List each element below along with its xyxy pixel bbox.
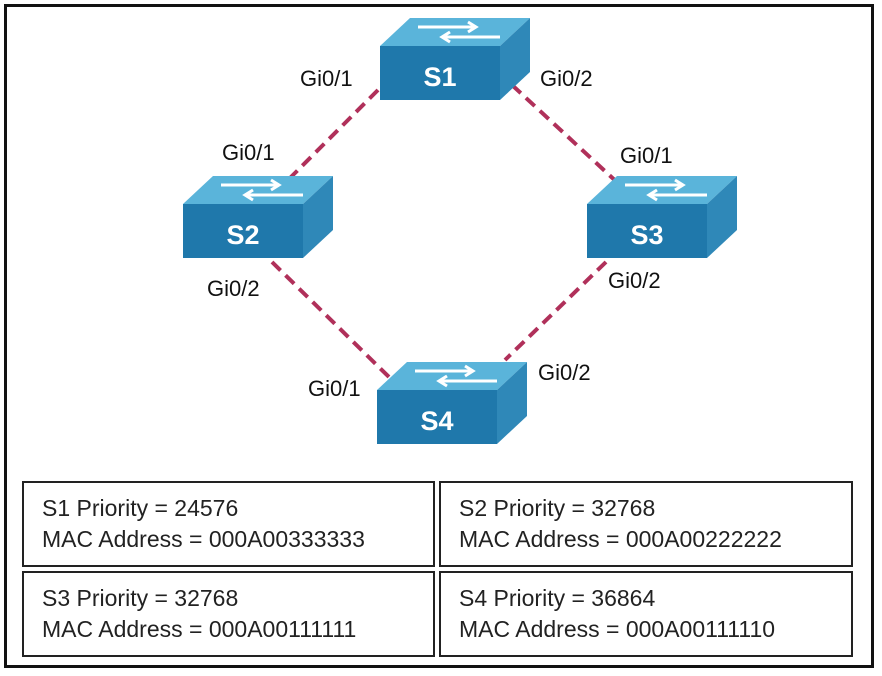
links: [270, 83, 622, 382]
port-label-s2-gi02: Gi0/2: [207, 276, 260, 301]
info-box-s3: S3 Priority = 32768 MAC Address = 000A00…: [22, 571, 435, 657]
port-label-s4-gi01: Gi0/1: [308, 376, 361, 401]
port-label-s2-gi01: Gi0/1: [222, 140, 275, 165]
switch-label: S1: [423, 62, 456, 92]
link-s3-s4: [503, 260, 608, 362]
switch-s2: S2: [181, 174, 335, 260]
mac-text: MAC Address = 000A00333333: [42, 526, 365, 552]
switch-label: S4: [420, 406, 453, 436]
mac-text: MAC Address = 000A00222222: [459, 526, 782, 552]
info-box-s2: S2 Priority = 32768 MAC Address = 000A00…: [439, 481, 853, 567]
info-box-s4: S4 Priority = 36864 MAC Address = 000A00…: [439, 571, 853, 657]
port-label-s1-gi02: Gi0/2: [540, 66, 593, 91]
info-box-s1: S1 Priority = 24576 MAC Address = 000A00…: [22, 481, 435, 567]
switch-label: S2: [226, 220, 259, 250]
link-s2-s4: [270, 260, 394, 382]
priority-text: S3 Priority = 32768: [42, 585, 239, 611]
priority-text: S4 Priority = 36864: [459, 585, 656, 611]
switch-s4: S4: [375, 360, 529, 446]
link-s1-s3: [510, 83, 622, 187]
port-label-s3-gi02: Gi0/2: [608, 268, 661, 293]
priority-text: S2 Priority = 32768: [459, 495, 656, 521]
port-label-s3-gi01: Gi0/1: [620, 143, 673, 168]
port-label-s4-gi02: Gi0/2: [538, 360, 591, 385]
switch-s1: S1: [378, 16, 532, 102]
mac-text: MAC Address = 000A00111111: [42, 616, 357, 642]
switch-s3: S3: [585, 174, 739, 260]
priority-text: S1 Priority = 24576: [42, 495, 239, 521]
mac-text: MAC Address = 000A00111110: [459, 616, 776, 642]
port-label-s1-gi01: Gi0/1: [300, 66, 353, 91]
switch-label: S3: [630, 220, 663, 250]
link-s1-s2: [288, 88, 380, 180]
